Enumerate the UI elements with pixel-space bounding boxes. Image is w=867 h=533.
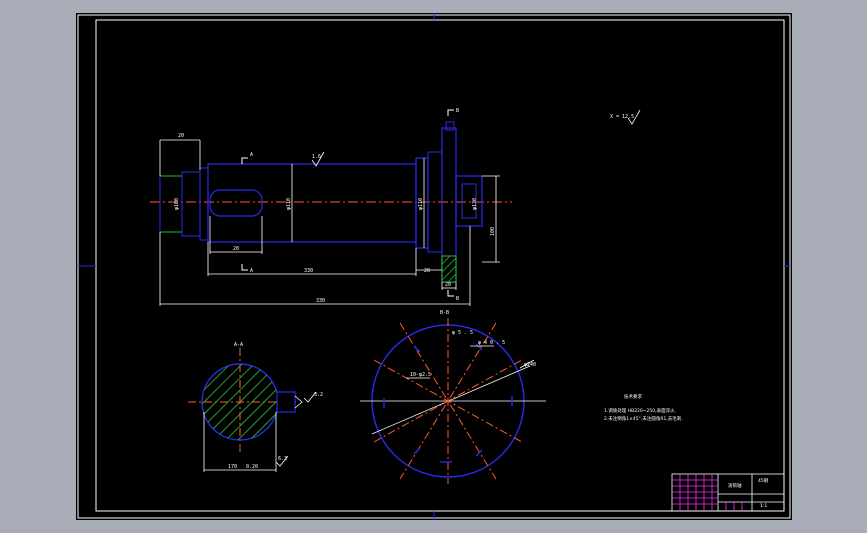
dim-bolt-ref: φ 5 . 5 xyxy=(452,330,473,336)
dim-plate-dia: φ240 xyxy=(524,362,536,368)
section-mark-a-bottom: A xyxy=(250,268,253,274)
main-view-dimensions xyxy=(159,139,500,306)
flange-hatch-lines xyxy=(441,255,457,283)
plate-centerlines xyxy=(373,318,523,484)
shaft-main-view xyxy=(150,109,641,306)
title-block xyxy=(671,473,785,512)
dim-keyway-depth: 170 xyxy=(228,464,237,470)
dim-left-dia: φ100 xyxy=(174,198,180,210)
dim-right-dia: φ110 xyxy=(418,198,424,210)
flange-top xyxy=(445,121,455,131)
dim-flange-height: 100 xyxy=(490,227,496,236)
dim-flange-gap: 20 xyxy=(424,268,430,274)
bolt-holes xyxy=(383,343,513,463)
section-cut-marks xyxy=(241,109,454,297)
notes-heading: 技术要求 xyxy=(624,393,642,400)
roughness-section: 6.3 xyxy=(278,456,287,462)
keyway xyxy=(209,189,263,217)
notes-line-1: 1.调质处理 HB220~250,表面淬火. xyxy=(604,407,676,414)
notes-line-2: 2.未注倒角1×45°,未注圆角R1,去毛刺. xyxy=(604,415,683,422)
right-hub-inner xyxy=(461,183,477,219)
dim-keyway-length: 20 xyxy=(233,246,239,252)
dim-bolt-pos: φ 4 0 . 5 xyxy=(478,340,505,346)
centering-marks xyxy=(78,13,790,520)
roughness-symbols xyxy=(311,109,641,167)
title-scale: 1:1 xyxy=(760,503,767,509)
title-drawing-name: 滚筒轴 xyxy=(728,482,742,489)
section-a-a-keyway xyxy=(276,391,296,413)
section-mark-b-top: B xyxy=(456,108,459,114)
dim-total-length: 330 xyxy=(316,298,325,304)
dim-mid-dia: φ110 xyxy=(286,198,292,210)
dim-bolt-circle: 10-φ2.5 xyxy=(410,372,431,378)
dim-key-width: 0.20 xyxy=(246,464,258,470)
dim-flange-dia: φ130 xyxy=(472,198,478,210)
right-hub xyxy=(455,175,483,227)
roughness-corner: X = 12.5 xyxy=(610,114,634,120)
title-drawing-code: 45钢 xyxy=(758,477,769,484)
section-mark-a-top: A xyxy=(250,152,253,158)
roughness-main: 1.6 xyxy=(312,154,321,160)
drawing-sheet xyxy=(76,13,792,520)
dim-flange-width: 20 xyxy=(445,282,451,288)
section-b-b-view xyxy=(360,318,546,484)
section-aa-title: A-A xyxy=(234,342,243,348)
flange-section-hatch-box xyxy=(441,255,457,283)
section-mark-b-bottom: B xyxy=(456,296,459,302)
section-bb-title: B-B xyxy=(440,310,449,316)
dim-shoulder-width: 20 xyxy=(178,133,184,139)
roughness-keyway: 3.2 xyxy=(314,392,323,398)
dim-shaft-length: 330 xyxy=(304,268,313,274)
